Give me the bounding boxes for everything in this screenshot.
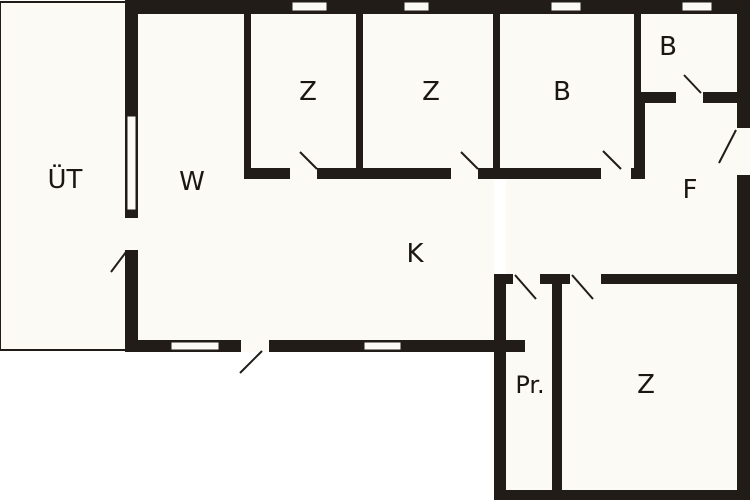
- door-k-bottom-swing: [239, 350, 263, 374]
- wall-top-main: [125, 0, 750, 14]
- room-area-b-lg: [500, 14, 634, 168]
- door-f-right-gap: [737, 128, 750, 175]
- window-bottom-2: [363, 341, 402, 351]
- window-group: [126, 1, 713, 351]
- wall-div-z1: [244, 10, 251, 174]
- room-label-b-large: B: [553, 77, 571, 107]
- window-top-3: [550, 1, 582, 12]
- room-area-pr: [506, 284, 552, 490]
- room-label-group: ÜT W Z Z B B K F Pr. Z: [48, 32, 698, 400]
- window-left-w: [126, 115, 137, 211]
- door-z-top-1-swing: [299, 151, 318, 170]
- door-ut-w-swing: [110, 251, 127, 273]
- room-area-z-1: [251, 14, 356, 168]
- window-top-2: [403, 1, 430, 12]
- wall-pr-z-divider: [552, 274, 562, 500]
- door-b-large-gap: [601, 168, 631, 179]
- window-top-4: [681, 1, 713, 12]
- wall-k-right-vert: [494, 274, 506, 500]
- wall-right-outer: [737, 0, 750, 500]
- room-label-k: K: [406, 239, 424, 269]
- door-opening-group: [125, 92, 750, 352]
- room-label-z-top-1: Z: [299, 77, 317, 107]
- door-ut-w-gap: [125, 218, 138, 250]
- door-pr-top-swing: [514, 274, 537, 300]
- room-area-ut: [1, 3, 125, 349]
- room-area-z-bot: [562, 284, 737, 490]
- room-label-pr: Pr.: [515, 371, 544, 399]
- door-z-top-1-gap: [290, 168, 317, 179]
- door-k-bottom-gap: [241, 340, 269, 352]
- room-label-w: W: [179, 167, 205, 197]
- window-top-1: [291, 1, 328, 12]
- door-pr-top-gap: [513, 274, 540, 284]
- wall-f-left: [634, 92, 645, 179]
- wall-prz-top: [494, 274, 737, 284]
- room-label-z-bot: Z: [637, 370, 655, 400]
- wall-div-z2: [356, 10, 363, 174]
- room-area-k: [138, 179, 494, 340]
- door-z-bot-top-swing: [571, 274, 594, 300]
- window-bottom-1: [170, 341, 220, 351]
- room-area-z-2: [363, 14, 493, 168]
- door-b-small-swing: [683, 74, 702, 94]
- wall-rooms-bottom: [244, 168, 637, 179]
- door-swing-group: [110, 74, 737, 374]
- wall-div-b: [493, 10, 500, 174]
- door-f-right-swing: [718, 129, 737, 164]
- room-label-f: F: [683, 175, 698, 205]
- room-label-z-top-2: Z: [422, 77, 440, 107]
- door-b-large-swing: [602, 150, 622, 170]
- room-area-f-ext: [506, 179, 737, 274]
- room-label-ut: ÜT: [48, 163, 83, 195]
- door-z-bot-top-gap: [570, 274, 601, 284]
- wall-bottom-k: [125, 340, 525, 352]
- door-b-small-gap: [676, 92, 703, 103]
- wall-bottom-outer: [494, 490, 750, 500]
- room-label-b-small: B: [659, 32, 677, 62]
- door-z-top-2-swing: [460, 151, 479, 170]
- door-z-top-2-gap: [451, 168, 478, 179]
- wall-div-bsmall: [634, 10, 641, 100]
